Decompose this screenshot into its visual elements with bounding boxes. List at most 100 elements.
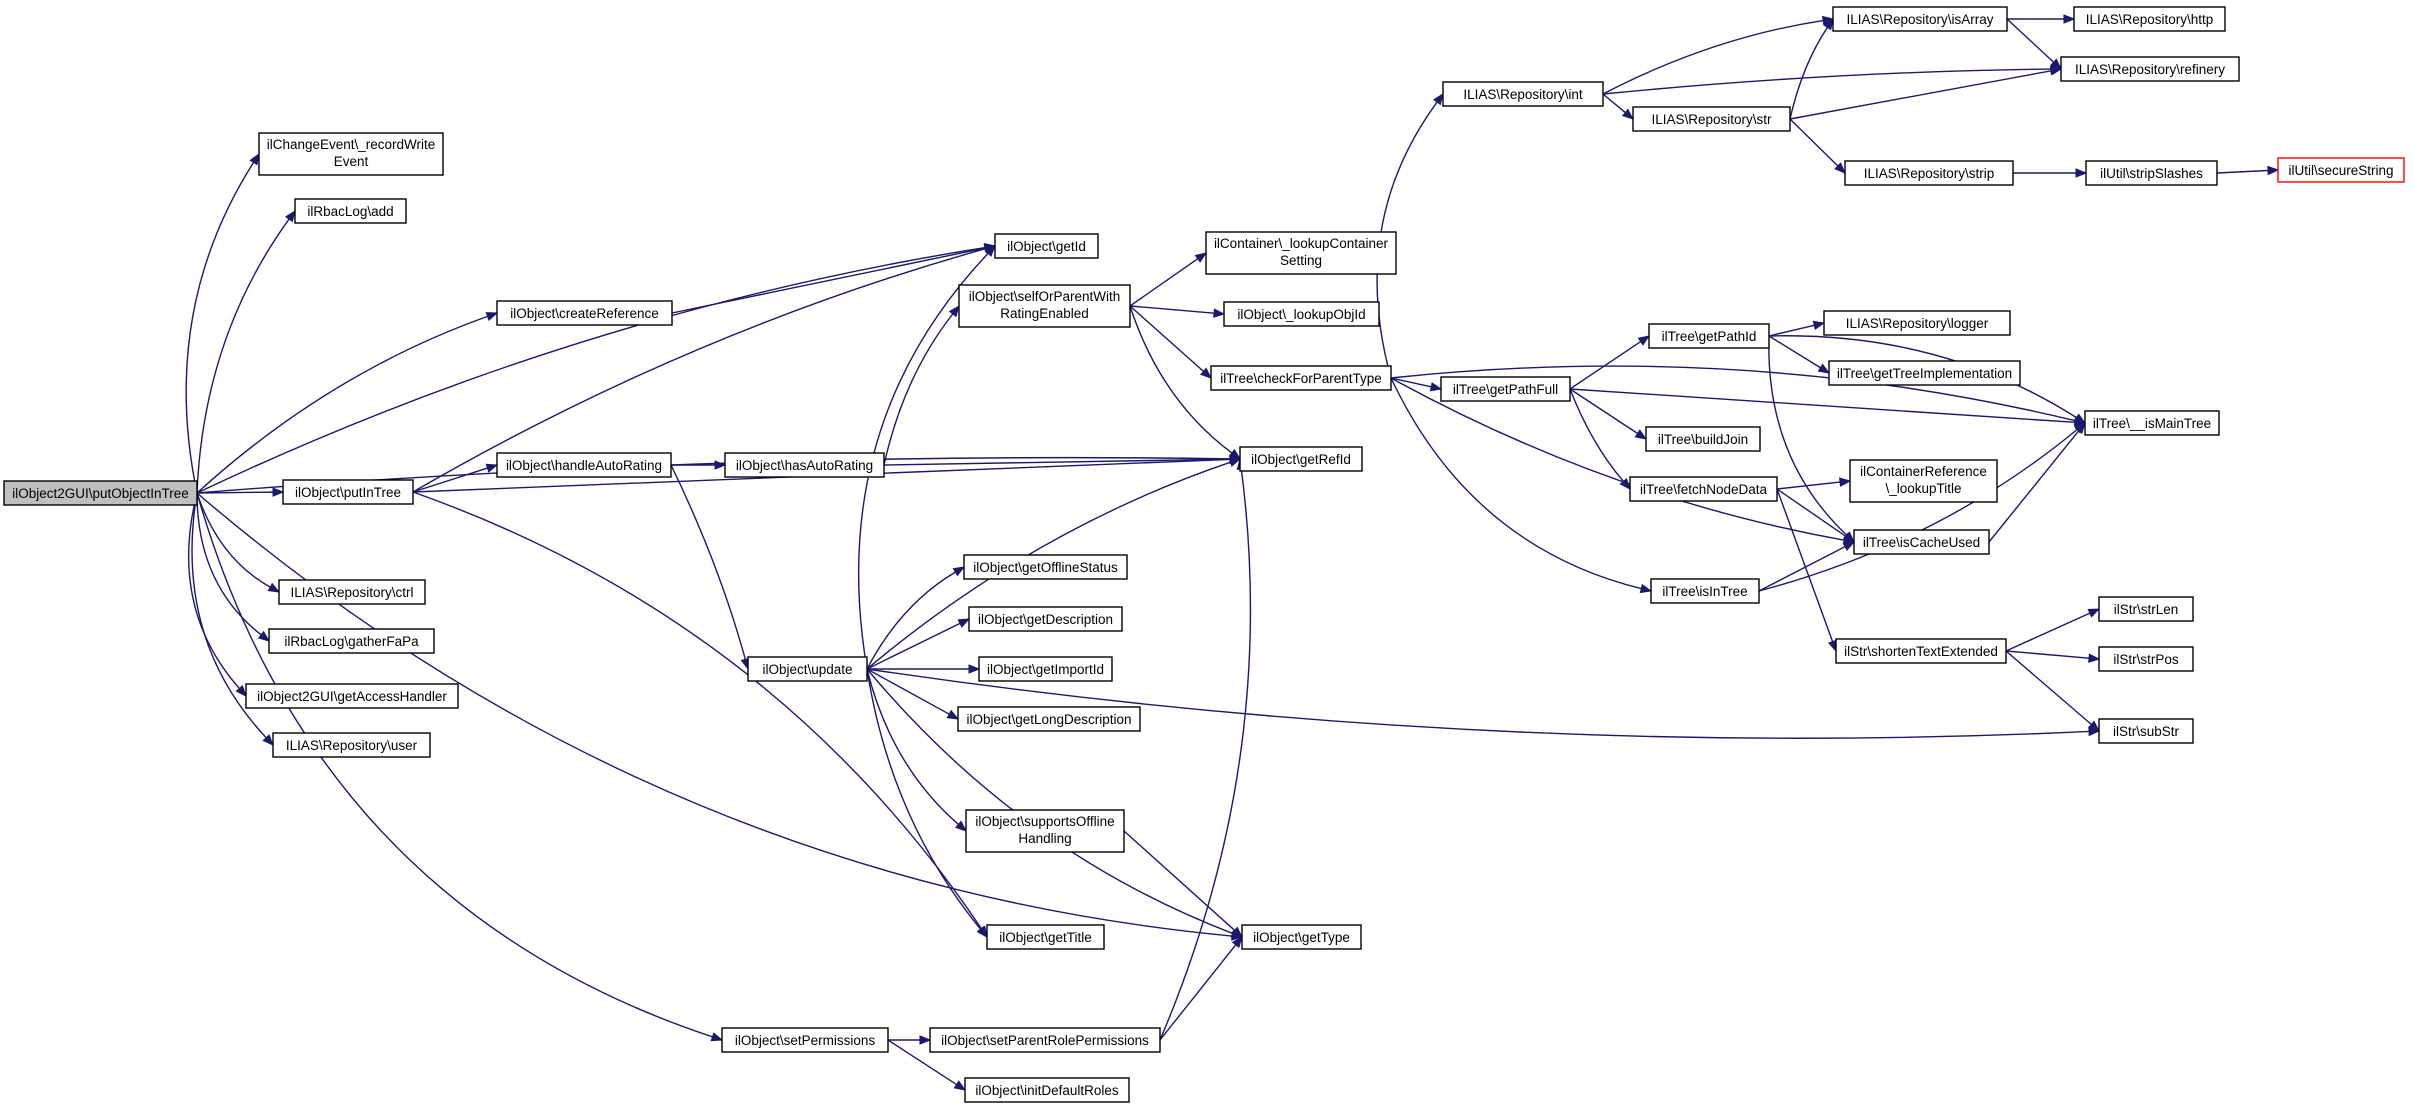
edge-arrowhead [952, 566, 966, 577]
edge-line [887, 1039, 957, 1086]
node-update[interactable]: ilObject\update [747, 656, 868, 682]
node-user[interactable]: ILIAS\Repository\user [272, 732, 431, 758]
node-label: ilObject\getId [1007, 239, 1086, 254]
node-is-in-tree[interactable]: ilTree\isInTree [1650, 578, 1760, 604]
node-get-id[interactable]: ilObject\getId [994, 233, 1099, 259]
node-get-title[interactable]: ilObject\getTitle [986, 924, 1105, 950]
node-check-for-parent-type[interactable]: ilTree\checkForParentType [1210, 365, 1392, 391]
node-fetch-node-data[interactable]: ilTree\fetchNodeData [1629, 476, 1778, 502]
edge-line [1602, 68, 2052, 95]
node-repo-int[interactable]: ILIAS\Repository\int [1442, 81, 1604, 107]
node-box [282, 479, 414, 505]
node-secure-string[interactable]: ilUtil\secureString [2277, 157, 2405, 183]
node-repo-strip[interactable]: ILIAS\Repository\strip [1844, 160, 2014, 186]
node-str-pos[interactable]: ilStr\strPos [2098, 646, 2194, 672]
node-ctrl[interactable]: ILIAS\Repository\ctrl [278, 579, 426, 605]
node-label: ILIAS\Repository\ctrl [290, 585, 413, 600]
node-init-default-roles[interactable]: ilObject\initDefaultRoles [964, 1077, 1130, 1103]
edge-putInTree-to-getTitle [412, 491, 988, 939]
edge-repoInt-to-isArray [1602, 15, 1835, 95]
edge-getPathId-to-logger [1768, 320, 1826, 337]
node-box [1853, 529, 1990, 555]
node-gather-fa-pa[interactable]: ilRbacLog\gatherFaPa [268, 628, 435, 654]
edge-handleAutoRating-to-hasAutoRating [671, 460, 727, 470]
edge-arrowhead [1842, 541, 1856, 552]
edge-arrowhead [714, 460, 727, 470]
node-label-line2: Event [334, 154, 369, 169]
node-box [1823, 310, 2011, 336]
node-get-ref-id[interactable]: ilObject\getRefId [1239, 446, 1363, 472]
node-refinery[interactable]: ILIAS\Repository\refinery [2060, 56, 2240, 82]
edge-getPathFull-to-buildJoin [1569, 388, 1648, 440]
node-put-in-tree[interactable]: ilObject\putInTree [282, 479, 414, 505]
edge-line [883, 458, 1231, 466]
node-has-auto-rating[interactable]: ilObject\hasAutoRating [724, 452, 885, 478]
node-strip-slashes[interactable]: ilUtil\stripSlashes [2085, 160, 2218, 186]
node-get-type[interactable]: ilObject\getType [1241, 924, 1362, 950]
node-shorten-text[interactable]: ilStr\shortenTextExtended [1835, 638, 2007, 664]
node-get-path-full[interactable]: ilTree\getPathFull [1440, 376, 1571, 402]
edge-repoStr-to-repoStrip [1789, 118, 1846, 174]
node-handle-auto-rating[interactable]: ilObject\handleAutoRating [496, 452, 672, 478]
node-sub-str[interactable]: ilStr\subStr [2098, 718, 2194, 744]
edge-line [670, 464, 747, 660]
node-get-path-id[interactable]: ilTree\getPathId [1648, 323, 1770, 349]
node-str-len[interactable]: ilStr\strLen [2098, 596, 2194, 622]
node-create-reference[interactable]: ilObject\createReference [496, 300, 673, 326]
edge-root-to-ctrl [196, 492, 281, 593]
node-get-long-description[interactable]: ilObject\getLongDescription [957, 706, 1141, 732]
edge-repoInt-to-repoStr [1602, 93, 1635, 120]
node-repo-str[interactable]: ILIAS\Repository\str [1632, 106, 1791, 132]
node-label: ilObject\createReference [510, 306, 659, 321]
node-label: ilObject2GUI\putObjectInTree [12, 486, 189, 501]
edge-update-to-getRefId [866, 457, 1242, 670]
node-root[interactable]: ilObject2GUI\putObjectInTree [3, 480, 198, 506]
edge-line [196, 246, 986, 494]
node-set-permissions[interactable]: ilObject\setPermissions [721, 1027, 889, 1053]
edge-shortenText-to-strLen [2005, 608, 2101, 652]
edge-checkForParentType-to-isInTree [1390, 377, 1653, 594]
edge-line [196, 491, 274, 494]
edge-arrowhead [710, 1032, 724, 1042]
node-box [2060, 56, 2240, 82]
node-label: ilObject\handleAutoRating [506, 458, 662, 473]
node-set-parent-role[interactable]: ilObject\setParentRolePermissions [929, 1027, 1161, 1053]
edge-arrowhead [1639, 583, 1653, 594]
edge-hasAutoRating-to-getRefId [883, 454, 1242, 466]
node-get-import-id[interactable]: ilObject\getImportId [978, 656, 1113, 682]
edge-selfOrParent-to-getRefId [1129, 305, 1242, 460]
node-label: ilTree\buildJoin [1658, 432, 1748, 447]
edge-arrowhead [957, 618, 971, 628]
node-label: ILIAS\Repository\logger [1846, 316, 1989, 331]
node-get-access-handler[interactable]: ilObject2GUI\getAccessHandler [245, 683, 459, 709]
node-label: ILIAS\Repository\strip [1864, 166, 1995, 181]
node-is-cache-used[interactable]: ilTree\isCacheUsed [1853, 529, 1990, 555]
node-lookup-obj-id[interactable]: ilObject\_lookupObjId [1223, 301, 1380, 327]
node-is-main-tree[interactable]: ilTree\__isMainTree [2084, 410, 2220, 436]
edge-line [858, 252, 989, 670]
node-http[interactable]: ILIAS\Repository\http [2073, 6, 2226, 32]
edge-line [1768, 324, 1815, 337]
node-get-tree-impl[interactable]: ilTree\getTreeImplementation [1828, 360, 2021, 386]
node-box [1828, 360, 2021, 386]
node-label: ilObject\_lookupObjId [1237, 307, 1365, 322]
node-box [957, 706, 1141, 732]
edge-arrowhead [1637, 335, 1651, 346]
node-get-offline-status[interactable]: ilObject\getOfflineStatus [963, 554, 1128, 580]
node-box [964, 1077, 1130, 1103]
node-label: ilObject\getRefId [1251, 452, 1351, 467]
node-lookup-title[interactable]: ilContainerReference\_lookupTitle [1849, 459, 1998, 503]
edge-setParentRole-to-getType [1159, 935, 1243, 1041]
node-logger[interactable]: ILIAS\Repository\logger [1823, 310, 2011, 336]
node-get-description[interactable]: ilObject\getDescription [968, 606, 1123, 632]
edge-root-to-gatherFaPa [196, 492, 271, 642]
edge-arrowhead [2050, 58, 2062, 70]
node-is-array[interactable]: ILIAS\Repository\isArray [1832, 6, 2008, 32]
node-build-join[interactable]: ilTree\buildJoin [1645, 426, 1761, 452]
edge-repoStr-to-refinery [1789, 66, 2063, 120]
node-rbac-add[interactable]: ilRbacLog\add [294, 198, 407, 224]
